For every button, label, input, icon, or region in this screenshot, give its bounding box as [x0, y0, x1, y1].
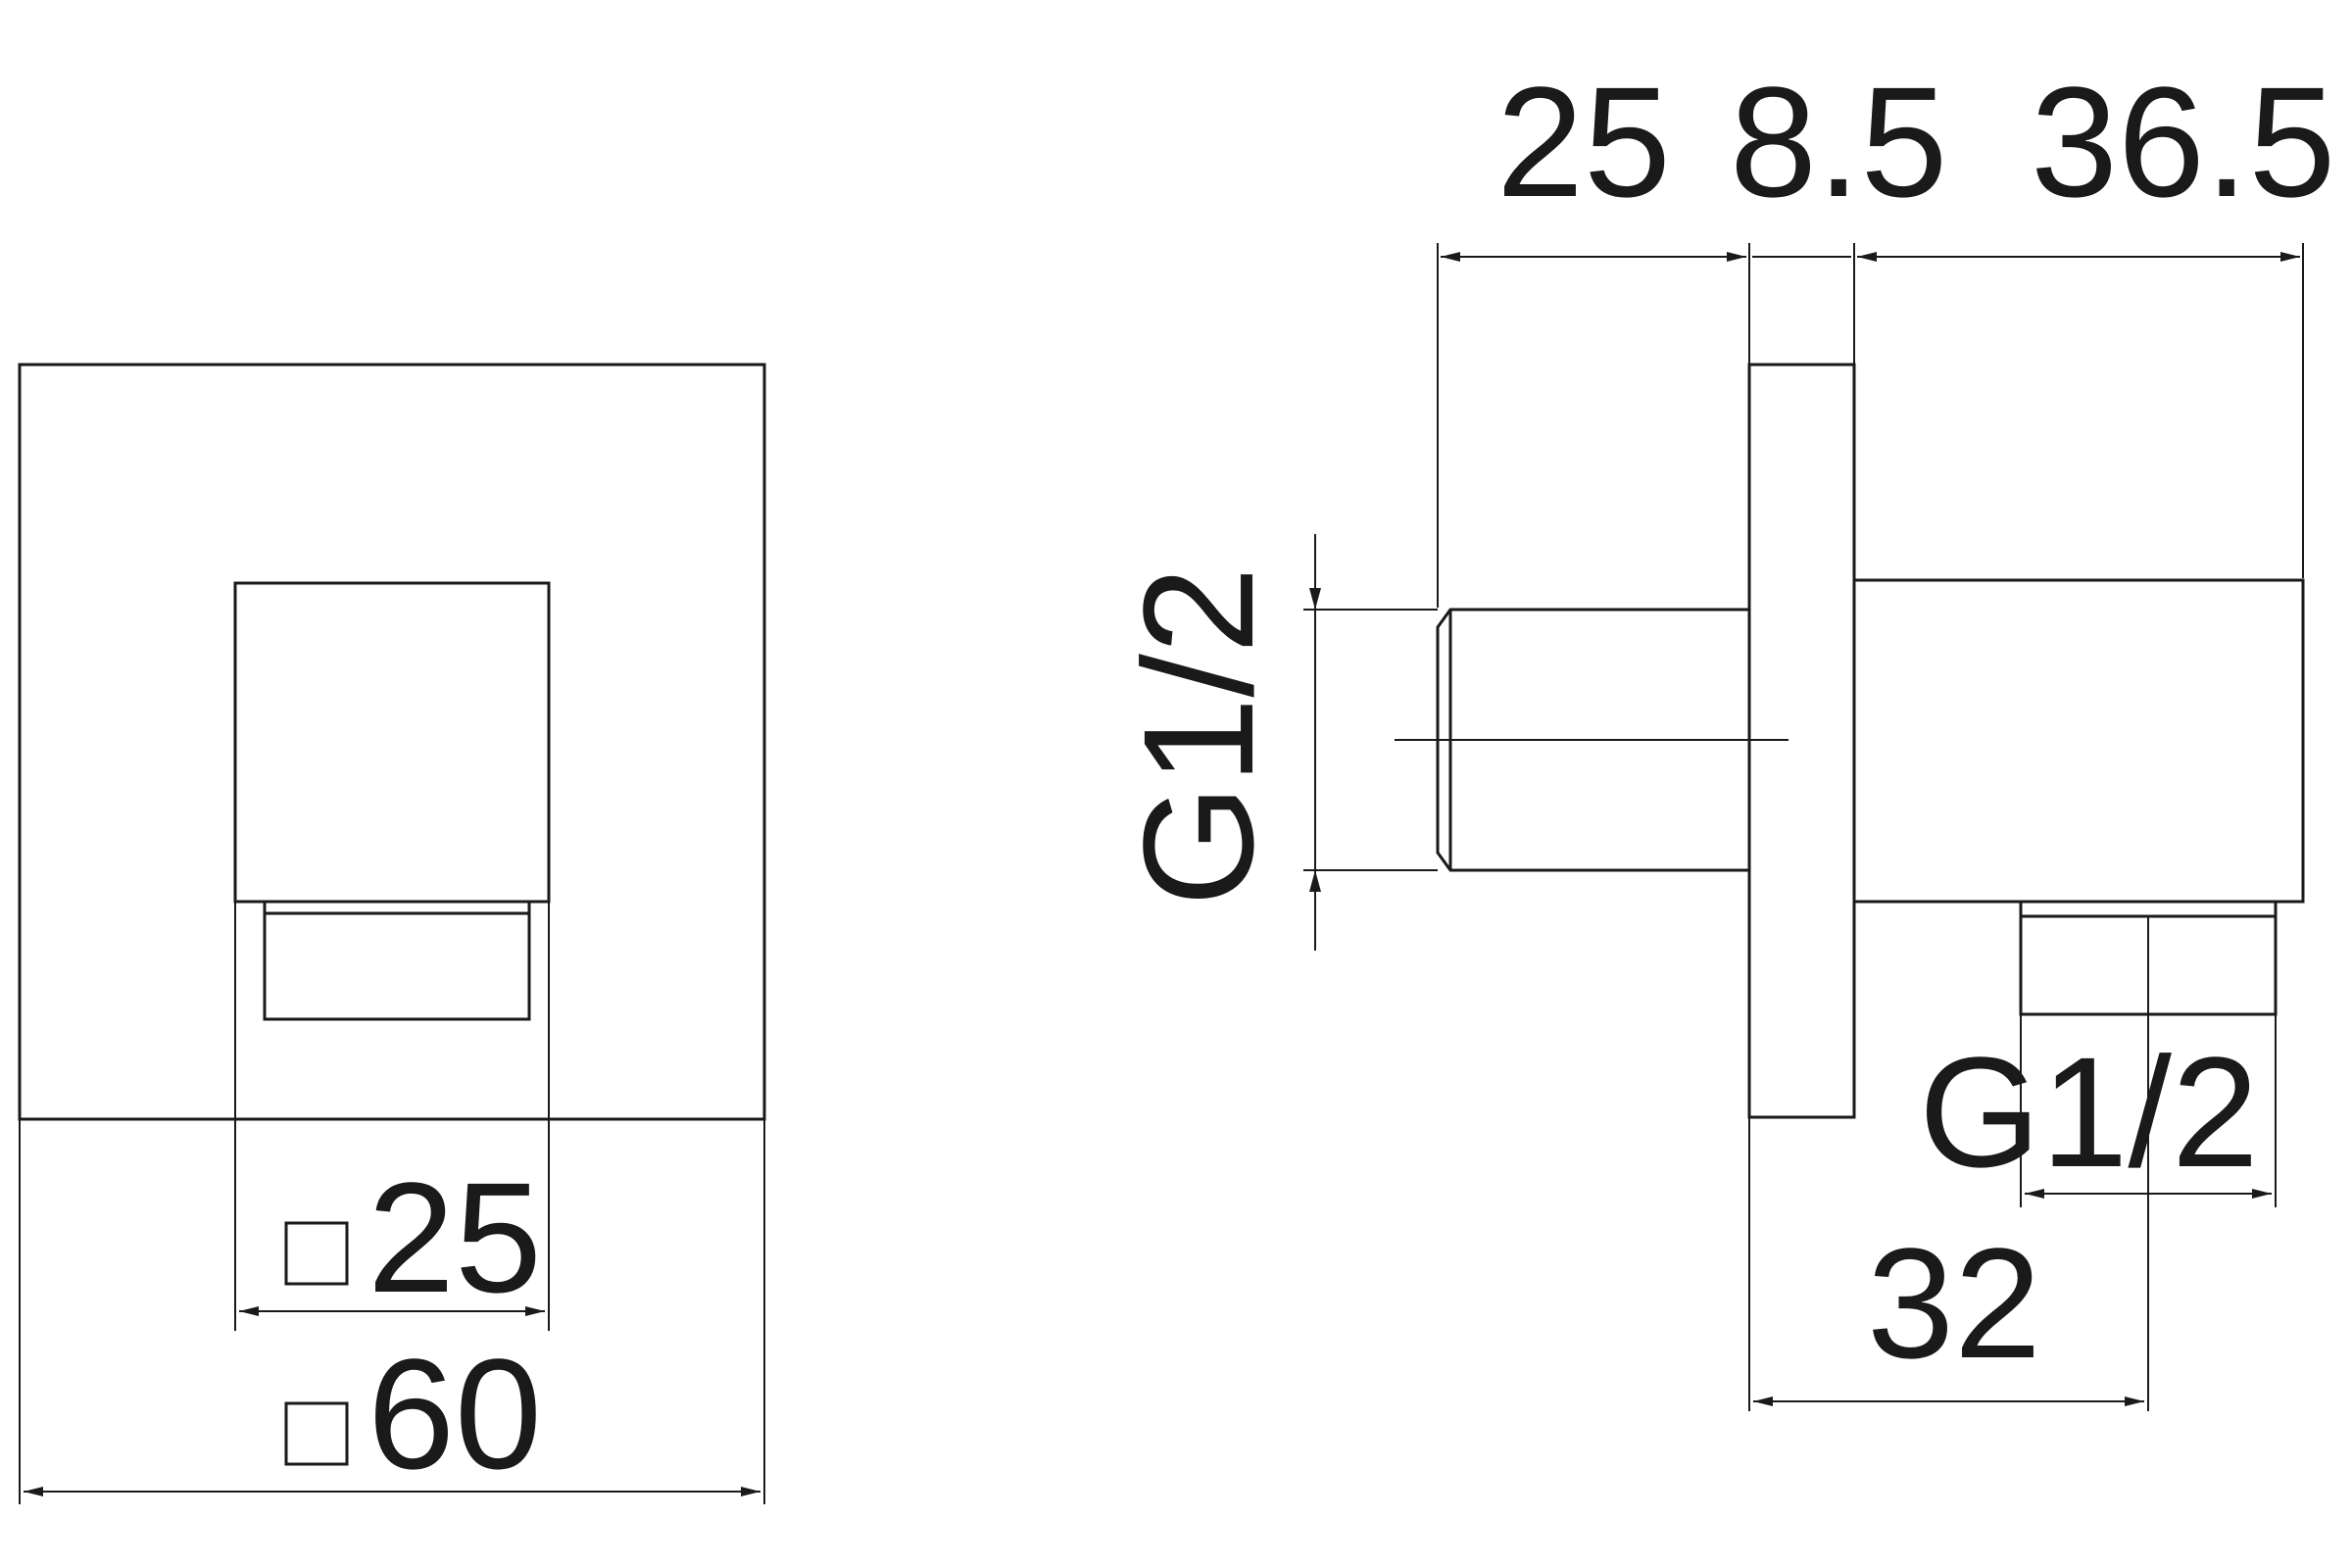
square-symbol-25 [284, 1221, 349, 1286]
thread-label-outlet: G1/2 [1919, 1024, 2259, 1200]
dimension-text-top-36-5: 36.5 [2031, 54, 2335, 229]
outlet-connector [263, 902, 531, 1021]
outlet-body [1852, 578, 2305, 904]
thread-label-inlet: G1/2 [1110, 566, 1286, 906]
square-symbol-60 [284, 1401, 349, 1466]
dimension-text-top-25: 25 [1496, 54, 1671, 229]
arrow-inlet-top [1309, 588, 1321, 610]
front-view: 25 60 [18, 363, 766, 1504]
dimension-text-60: 60 [368, 1326, 542, 1501]
dimension-text-25: 25 [368, 1150, 542, 1325]
side-view: 25 8.5 36.5 G1/2 G1/2 32 [1110, 54, 2335, 1411]
front-plate-outline [18, 363, 766, 1121]
outlet-body-square [233, 581, 551, 904]
dimension-text-top-8-5: 8.5 [1730, 54, 1947, 229]
dimension-text-bottom-32: 32 [1867, 1215, 2041, 1391]
arrow-inlet-bottom [1309, 870, 1321, 892]
